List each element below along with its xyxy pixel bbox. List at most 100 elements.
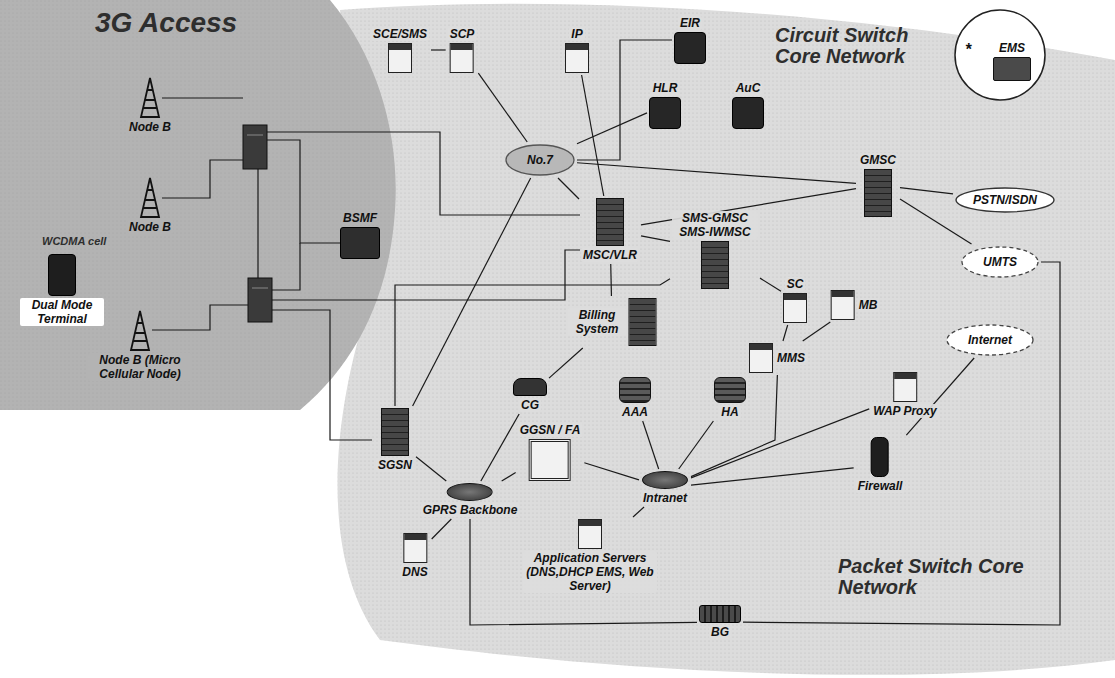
region-title: Circuit Switch Core Network <box>775 25 925 67</box>
border-gateway: BG <box>699 605 741 639</box>
node-label: UMTS <box>981 255 1019 269</box>
antenna-lattice <box>131 311 149 350</box>
router: GPRS Backbone <box>421 483 520 517</box>
network-link <box>584 463 639 480</box>
node-label: * <box>963 43 973 57</box>
network-link <box>549 348 583 378</box>
charging-gateway: CG <box>513 378 547 412</box>
network-link <box>691 468 854 485</box>
node-label: BG <box>709 625 731 639</box>
callout-circle: * EMS <box>954 9 1046 101</box>
network-link <box>803 322 831 341</box>
node-label: AuC <box>734 81 763 95</box>
node-label: Node B <box>127 220 173 234</box>
node-label: Dual Mode Terminal <box>20 298 104 326</box>
node-label: Internet <box>966 333 1014 347</box>
network-link <box>413 178 531 406</box>
node-label: Application Servers (DNS,DHCP EMS, Web S… <box>523 551 657 593</box>
iu-wire <box>272 250 580 300</box>
charging-gateway-icon <box>513 378 547 396</box>
firewall-icon <box>871 437 889 477</box>
base-station: Node B <box>127 76 173 134</box>
server-pair: HA <box>714 377 746 419</box>
signalling-cloud: No.7 <box>505 144 575 176</box>
cell-label: WCDMA cell <box>42 236 106 248</box>
node-label: DNS <box>400 565 429 579</box>
shape-outline <box>506 145 574 175</box>
node-label: GPRS Backbone <box>421 503 520 517</box>
iu-wire <box>272 310 372 440</box>
antenna-lattice <box>141 78 159 117</box>
server-icon <box>578 519 602 549</box>
network-link <box>582 75 604 196</box>
switch-rack: MSC/VLR <box>581 198 639 262</box>
database-server-icon <box>732 97 764 129</box>
access-wire <box>267 140 341 243</box>
server: Application Servers (DNS,DHCP EMS, Web S… <box>523 519 657 593</box>
node-label: Intranet <box>641 491 689 505</box>
network-cloud: UMTS <box>961 246 1039 278</box>
node-label: SC <box>785 277 806 291</box>
server-icon <box>450 43 474 73</box>
node-label: WAP Proxy <box>871 404 939 418</box>
node-label: SGSN <box>376 458 414 472</box>
network-link <box>432 519 452 539</box>
network-link <box>416 457 446 481</box>
router-icon <box>642 471 688 489</box>
node-label: BSMF <box>341 211 379 225</box>
access-wire <box>272 243 300 290</box>
server-icon <box>403 533 427 563</box>
database-server: HLR <box>649 81 681 129</box>
antenna-lattice <box>141 178 159 217</box>
node-label: No.7 <box>525 153 555 167</box>
server: SC <box>783 277 807 323</box>
switch-rack-icon <box>701 241 729 289</box>
node-label: GMSC <box>858 153 898 167</box>
server-icon <box>749 343 773 373</box>
rnc-box <box>248 278 272 322</box>
node-label: HA <box>719 405 740 419</box>
node-label: MSC/VLR <box>581 248 639 262</box>
switch-rack: GMSC <box>858 153 898 217</box>
node-label: SCP <box>448 27 477 41</box>
switch-rack-icon <box>381 408 409 456</box>
router: Intranet <box>641 471 689 505</box>
database-server: EIR <box>674 16 706 64</box>
network-ellipse: PSTN/ISDN <box>955 187 1055 213</box>
region-texture <box>338 4 1115 675</box>
node-label: IP <box>569 27 584 41</box>
network-link <box>431 49 446 50</box>
management-workstation: BSMF <box>340 211 380 259</box>
node-label: Firewall <box>856 479 905 493</box>
server: SCP <box>448 27 477 73</box>
node-label: MB <box>857 298 880 312</box>
element-manager: EMS <box>993 41 1031 81</box>
network-link <box>478 73 527 142</box>
network-link <box>558 178 579 199</box>
node-label: AAA <box>620 405 650 419</box>
management-workstation-icon <box>340 227 380 259</box>
network-link <box>783 325 788 341</box>
server: DNS <box>400 533 429 579</box>
network-link <box>633 507 644 517</box>
switch-rack: Billing System <box>568 298 657 346</box>
network-cloud: Internet <box>946 324 1034 356</box>
switch-rack-icon <box>864 169 892 217</box>
network-link <box>900 188 953 194</box>
server: MB <box>831 290 880 320</box>
node-label: Node B <box>127 120 173 134</box>
gateway-server: GGSN / FA <box>518 423 583 481</box>
server: SCE/SMS <box>371 27 429 73</box>
antenna-mast <box>138 76 162 118</box>
switch-rack-icon <box>596 198 624 246</box>
switch-rack: SMS-GMSC SMS-IWMSC <box>672 211 758 289</box>
rnc-detail <box>252 288 268 289</box>
circle-outline <box>955 10 1045 100</box>
network-link <box>481 414 519 481</box>
network-link <box>577 163 856 184</box>
network-link <box>679 421 714 469</box>
access-wire <box>162 97 243 98</box>
server-pair: AAA <box>619 377 651 419</box>
network-link <box>470 519 697 625</box>
